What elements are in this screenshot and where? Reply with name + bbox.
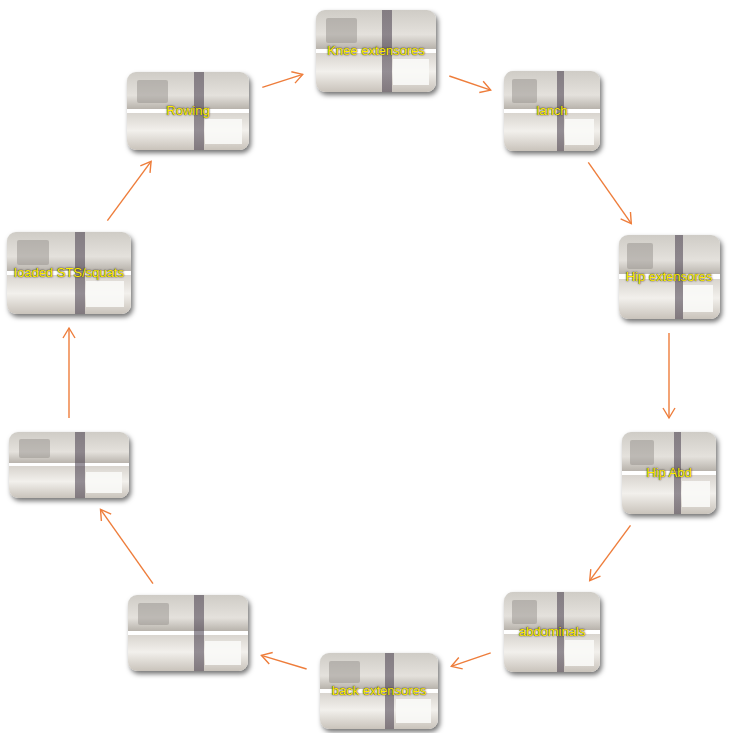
photo-detail xyxy=(683,285,713,312)
photo-detail xyxy=(512,600,537,624)
photo-detail xyxy=(329,661,360,684)
exercise-photo-tile: loaded STS/squats xyxy=(7,232,131,314)
flow-arrow xyxy=(262,74,302,87)
exercise-photo-tile xyxy=(128,595,248,671)
tile-text-group: Knee extensores xyxy=(324,44,428,58)
exercise-photo-tile: Hip extensores xyxy=(619,235,720,319)
exercise-photo-tile: back extensores xyxy=(320,653,438,729)
exercise-photo-tile: Rowing xyxy=(127,72,249,150)
photo-detail xyxy=(205,119,242,144)
tile-text-group: Hip extensores xyxy=(623,270,716,284)
flow-arrow xyxy=(590,525,631,580)
tile-text-group: lanch xyxy=(533,104,570,118)
flow-arrow xyxy=(451,653,490,667)
photo-detail xyxy=(137,80,169,103)
tile-text-group: Rowing xyxy=(163,104,212,118)
exercise-label: Knee extensores xyxy=(324,44,428,58)
flow-arrow xyxy=(107,161,151,220)
tile-text-group: back extensores xyxy=(329,684,430,698)
photo-detail xyxy=(512,79,537,103)
photo-detail xyxy=(86,281,123,307)
tile-text-group: abdominals xyxy=(516,625,589,639)
flow-arrow xyxy=(68,328,69,418)
exercise-photo-tile: abdominals xyxy=(504,592,600,672)
exercise-label: Hip Abd xyxy=(643,466,695,480)
exercise-photo-tile: Knee extensores xyxy=(316,10,436,92)
flow-arrow xyxy=(588,162,631,223)
photo-detail xyxy=(565,119,594,145)
exercise-label: Rowing xyxy=(163,104,212,118)
photo-detail xyxy=(627,243,653,268)
tile-text-group: Hip Abd xyxy=(643,466,695,480)
exercise-label: back extensores xyxy=(329,684,430,698)
flow-arrow xyxy=(101,509,154,583)
photo-detail xyxy=(86,472,122,493)
photo-detail xyxy=(17,240,49,265)
photo-detail xyxy=(630,440,654,465)
exercise-label: Hip extensores xyxy=(623,270,716,284)
flow-arrow xyxy=(449,76,490,90)
photo-detail xyxy=(393,59,429,85)
exercise-photo-tile: Hip Abd xyxy=(622,432,716,514)
photo-detail xyxy=(19,439,50,459)
exercise-photo-tile: lanch xyxy=(504,71,600,151)
exercise-photo-tile xyxy=(9,432,129,498)
photo-detail xyxy=(682,481,710,507)
flow-arrow xyxy=(668,333,669,418)
exercise-label: loaded STS/squats xyxy=(11,266,127,280)
tile-text-group: loaded STS/squats xyxy=(11,266,127,280)
flow-arrow xyxy=(261,655,306,669)
photo-detail xyxy=(205,641,241,665)
photo-detail xyxy=(396,699,431,723)
exercise-label: lanch xyxy=(533,104,570,118)
photo-detail xyxy=(565,640,594,666)
photo-detail xyxy=(138,603,169,626)
exercise-label: abdominals xyxy=(516,625,589,639)
photo-detail xyxy=(326,18,357,43)
